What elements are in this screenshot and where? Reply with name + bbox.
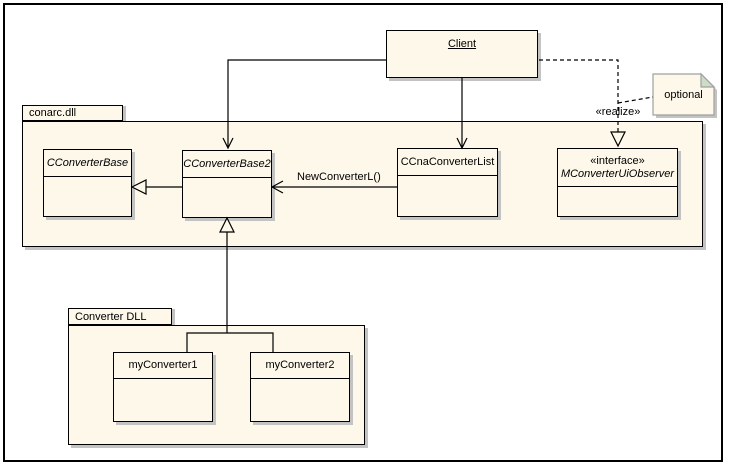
class-box-myconverter1: myConverter1 <box>113 352 213 422</box>
class-name: CConverterBase <box>46 156 129 169</box>
package-label: Converter DLL <box>75 310 147 323</box>
realize-label: «realize» <box>595 106 641 118</box>
stereotype-label: «interface» <box>590 154 645 167</box>
note-text: optional <box>664 89 703 101</box>
package-tab-conarc-dll: conarc.dll <box>22 105 123 121</box>
class-box-cconverterbase2: CConverterBase2 <box>182 150 272 218</box>
class-box-myconverter2: myConverter2 <box>250 352 350 422</box>
package-tab-converter-dll: Converter DLL <box>68 308 172 325</box>
package-label: conarc.dll <box>29 107 77 119</box>
class-box-client: Client <box>386 30 538 78</box>
class-name: myConverter1 <box>128 359 198 371</box>
class-name: CConverterBase2 <box>183 157 271 170</box>
class-name: CCnaConverterList <box>400 155 495 168</box>
class-name: myConverter2 <box>265 359 335 371</box>
diagram-frame <box>3 3 723 462</box>
newconverterl-label: NewConverterL() <box>297 171 381 183</box>
class-box-mconverteruiobserver: «interface» MConverterUiObserver <box>557 148 678 217</box>
class-name: MConverterUiObserver <box>560 167 675 180</box>
class-box-cconverterbase: CConverterBase <box>43 149 132 217</box>
class-box-ccnaconverterlist: CCnaConverterList <box>397 148 498 217</box>
class-name: Client <box>447 38 477 50</box>
